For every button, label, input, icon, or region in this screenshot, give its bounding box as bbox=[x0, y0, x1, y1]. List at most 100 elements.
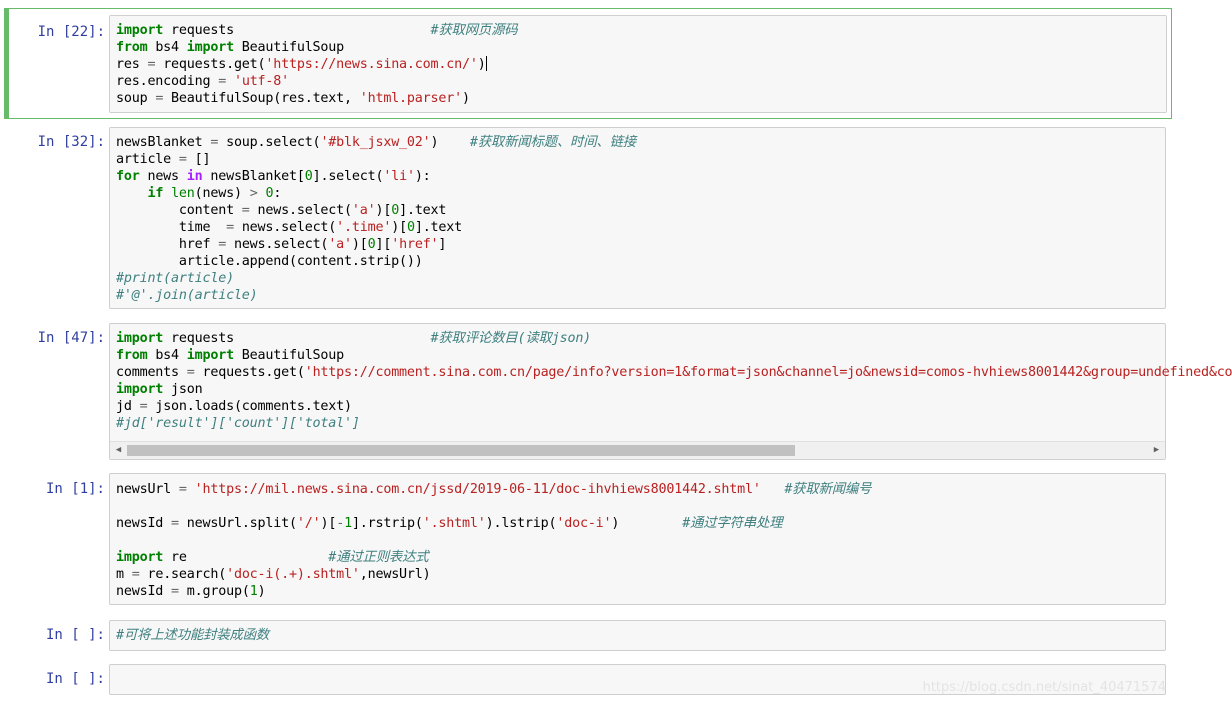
code-token: 'doc-i' bbox=[556, 516, 612, 531]
code-token: BeautifulSoup bbox=[233, 348, 345, 363]
code-line[interactable]: content = news.select('a')[0].text bbox=[116, 202, 1165, 219]
code-line[interactable]: import requests #获取评论数目(读取json) bbox=[116, 330, 1165, 347]
code-line[interactable]: import json bbox=[116, 381, 1165, 398]
code-input[interactable]: import requests #获取评论数目(读取json)from bs4 … bbox=[109, 323, 1232, 460]
code-line[interactable]: #'@'.join(article) bbox=[116, 287, 1165, 304]
code-token: newsUrl.split( bbox=[178, 516, 297, 531]
code-token: ].rstrip( bbox=[351, 516, 423, 531]
code-line[interactable]: soup = BeautifulSoup(res.text, 'html.par… bbox=[116, 90, 1166, 107]
code-line[interactable]: newsUrl = 'https://mil.news.sina.com.cn/… bbox=[116, 481, 1165, 498]
code-editor[interactable]: newsUrl = 'https://mil.news.sina.com.cn/… bbox=[116, 481, 1165, 600]
code-line[interactable]: newsId = newsUrl.split('/')[-1].rstrip('… bbox=[116, 515, 1165, 532]
code-line[interactable]: newsId = m.group(1) bbox=[116, 583, 1165, 600]
code-token: newsBlanket[ bbox=[202, 169, 305, 184]
horizontal-scrollbar[interactable]: ◀ ▶ bbox=[110, 441, 1165, 459]
code-token: newsId bbox=[116, 584, 172, 599]
code-line[interactable]: import re #通过正则表达式 bbox=[116, 549, 1165, 566]
code-token: = bbox=[131, 567, 140, 582]
code-token: 0 bbox=[304, 169, 313, 184]
code-line[interactable]: newsBlanket = soup.select('#blk_jsxw_02'… bbox=[116, 134, 1165, 151]
code-line[interactable]: for news in newsBlanket[0].select('li'): bbox=[116, 168, 1165, 185]
code-token: ].text bbox=[414, 220, 462, 235]
code-token: jd bbox=[116, 399, 140, 414]
code-line[interactable]: #print(article) bbox=[116, 270, 1165, 287]
code-line[interactable]: jd = json.loads(comments.text) bbox=[116, 398, 1165, 415]
code-token: res bbox=[116, 57, 148, 72]
code-line[interactable]: article = [] bbox=[116, 151, 1165, 168]
code-token bbox=[187, 550, 329, 565]
code-cell-2[interactable]: In [32]: newsBlanket = soup.select('#blk… bbox=[4, 124, 1172, 312]
code-line[interactable]: import requests #获取网页源码 bbox=[116, 22, 1166, 39]
code-cell-5[interactable]: In [ ]: #可将上述功能封装成函数 bbox=[4, 617, 1172, 653]
scrollbar-thumb[interactable] bbox=[127, 445, 795, 456]
code-line[interactable]: href = news.select('a')[0]['href'] bbox=[116, 236, 1165, 253]
code-token: comments bbox=[116, 365, 187, 380]
code-token: ][ bbox=[375, 237, 392, 252]
code-token: = bbox=[241, 203, 250, 218]
code-line[interactable]: #可将上述功能封装成函数 bbox=[116, 627, 1165, 644]
code-line[interactable] bbox=[116, 498, 1165, 515]
code-token: news.select( bbox=[233, 220, 337, 235]
code-token: import bbox=[116, 550, 164, 565]
code-token: for bbox=[116, 169, 140, 184]
code-line[interactable]: time = news.select('.time')[0].text bbox=[116, 219, 1165, 236]
code-token: import bbox=[186, 348, 234, 363]
cell-prompt: In [1]: bbox=[45, 481, 105, 497]
code-line[interactable]: article.append(content.strip()) bbox=[116, 253, 1165, 270]
code-input[interactable]: #可将上述功能封装成函数 bbox=[109, 620, 1166, 651]
code-token: = bbox=[178, 152, 187, 167]
code-token: 0 bbox=[367, 237, 376, 252]
code-cell-3[interactable]: In [47]: import requests #获取评论数目(读取json)… bbox=[4, 320, 1232, 462]
code-token: )[ bbox=[351, 237, 368, 252]
code-token: ) bbox=[477, 57, 486, 72]
code-token: #获取评论数目(读取json) bbox=[430, 331, 592, 346]
code-token: = bbox=[139, 399, 148, 414]
code-token: = bbox=[218, 237, 227, 252]
code-token: newsUrl bbox=[116, 482, 179, 497]
code-token bbox=[163, 186, 171, 201]
code-line[interactable]: res.encoding = 'utf-8' bbox=[116, 73, 1166, 90]
code-token: ): bbox=[414, 169, 431, 184]
code-token: bs4 bbox=[147, 40, 187, 55]
code-token: )[ bbox=[391, 220, 407, 235]
code-cell-4[interactable]: In [1]: newsUrl = 'https://mil.news.sina… bbox=[4, 470, 1172, 608]
cell-prompt: In [32]: bbox=[37, 134, 105, 150]
code-line[interactable]: res = requests.get('https://news.sina.co… bbox=[116, 56, 1166, 73]
code-token: news bbox=[139, 169, 187, 184]
code-line[interactable]: comments = requests.get('https://comment… bbox=[116, 364, 1232, 381]
code-token: (news) bbox=[194, 186, 250, 201]
code-token: article.append(content.strip()) bbox=[116, 254, 423, 269]
code-line[interactable]: m = re.search('doc-i(.+).shtml',newsUrl) bbox=[116, 566, 1165, 583]
scroll-left-icon[interactable]: ◀ bbox=[115, 445, 122, 455]
code-editor[interactable]: import requests #获取评论数目(读取json)from bs4 … bbox=[116, 330, 1232, 432]
scroll-right-icon[interactable]: ▶ bbox=[1153, 445, 1160, 455]
code-token: import bbox=[116, 331, 164, 346]
code-input[interactable]: newsUrl = 'https://mil.news.sina.com.cn/… bbox=[109, 473, 1166, 605]
code-line[interactable]: from bs4 import BeautifulSoup bbox=[116, 39, 1166, 56]
code-token: '#blk_jsxw_02' bbox=[320, 135, 431, 150]
code-token bbox=[187, 482, 195, 497]
cell-prompt: In [22]: bbox=[37, 24, 105, 40]
code-line[interactable]: #jd['result']['count']['total'] bbox=[116, 415, 1165, 432]
code-input[interactable]: newsBlanket = soup.select('#blk_jsxw_02'… bbox=[109, 127, 1166, 309]
code-token: requests bbox=[163, 331, 234, 346]
code-token: #通过正则表达式 bbox=[328, 550, 429, 565]
code-token: m.group( bbox=[178, 584, 250, 599]
code-line[interactable] bbox=[116, 532, 1165, 549]
code-cell-6[interactable]: In [ ]: bbox=[4, 661, 1172, 697]
code-token: #获取新闻标题、时间、链接 bbox=[469, 135, 636, 150]
code-token: ) bbox=[611, 516, 683, 531]
code-input[interactable] bbox=[109, 664, 1166, 695]
code-token: BeautifulSoup bbox=[233, 40, 345, 55]
code-token: ) bbox=[430, 135, 470, 150]
code-editor[interactable]: #可将上述功能封装成函数 bbox=[116, 627, 1165, 644]
code-token: = bbox=[155, 91, 164, 106]
code-token: = bbox=[171, 584, 179, 599]
code-editor[interactable]: newsBlanket = soup.select('#blk_jsxw_02'… bbox=[116, 134, 1165, 304]
code-line[interactable]: from bs4 import BeautifulSoup bbox=[116, 347, 1165, 364]
code-token: 1 bbox=[249, 584, 258, 599]
code-line[interactable]: if len(news) > 0: bbox=[116, 185, 1165, 202]
